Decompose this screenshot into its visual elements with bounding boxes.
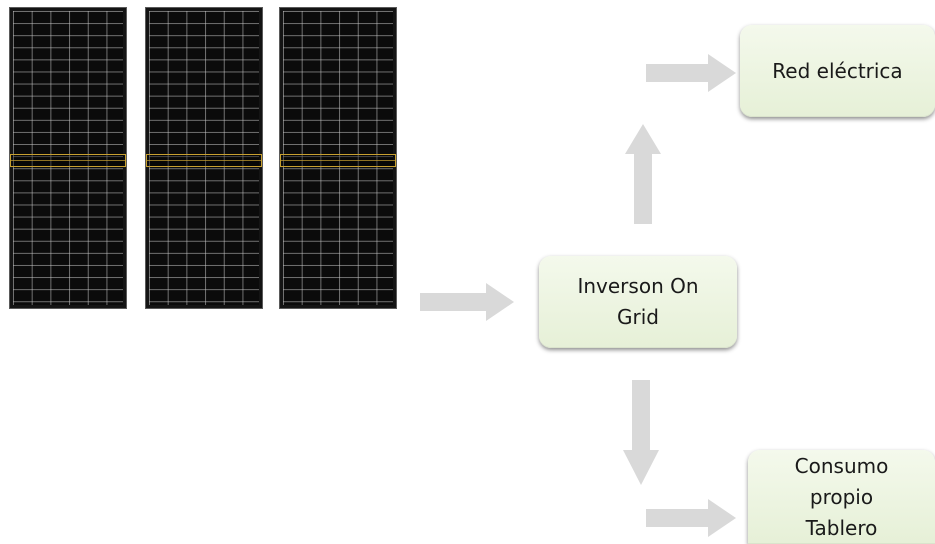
node-inverter: Inverson On Grid	[539, 256, 737, 348]
node-consumption-label: Consumo propio Tablero	[794, 453, 889, 540]
arrow-panels-to-inverter	[420, 283, 514, 321]
arrow-to-consumption	[646, 499, 736, 537]
node-inverter-label: Inverson On Grid	[577, 274, 699, 329]
arrow-inverter-up	[625, 124, 661, 224]
junction-strip	[10, 154, 126, 167]
arrow-inverter-down	[623, 380, 659, 485]
junction-strip	[146, 154, 262, 167]
arrow-to-grid	[646, 54, 736, 92]
node-grid: Red eléctrica	[740, 25, 935, 117]
junction-strip	[280, 154, 396, 167]
solar-panel-2	[145, 7, 263, 309]
solar-panel-1	[9, 7, 127, 309]
solar-cells	[149, 11, 259, 305]
solar-cells	[13, 11, 123, 305]
solar-panel-3	[279, 7, 397, 309]
node-grid-label: Red eléctrica	[772, 58, 903, 83]
solar-cells	[283, 11, 393, 305]
node-consumption: Consumo propio Tablero	[748, 450, 935, 544]
